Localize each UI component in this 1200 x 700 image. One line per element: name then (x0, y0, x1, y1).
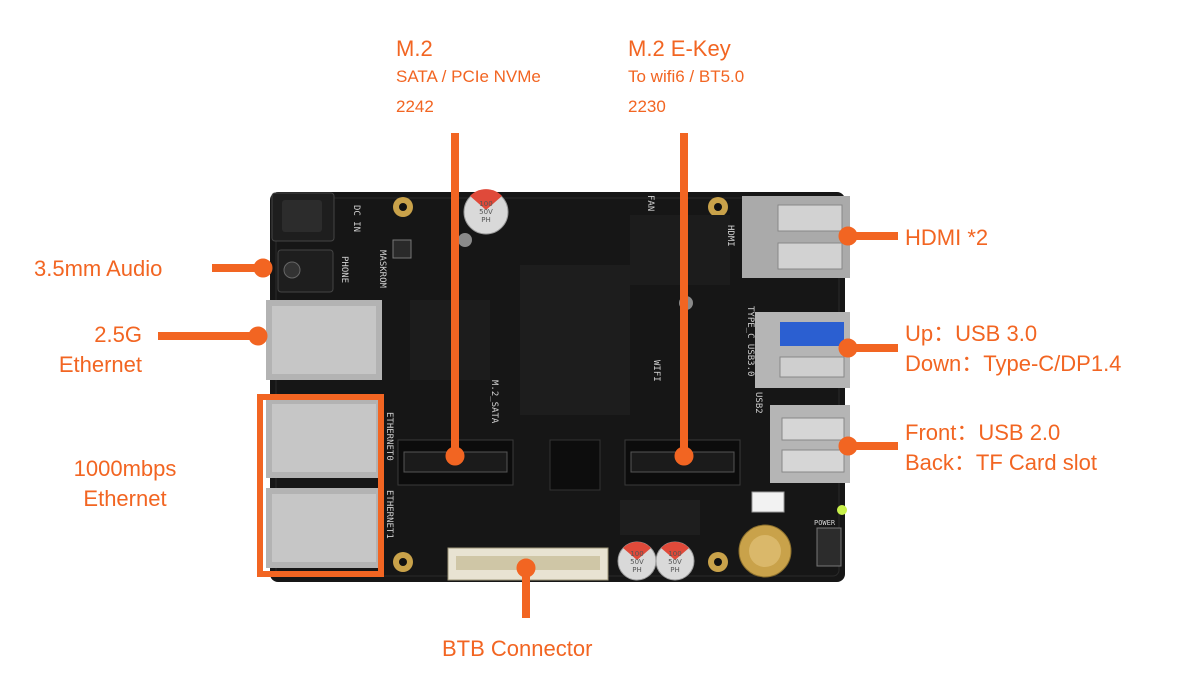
soc-region (520, 265, 630, 415)
label-eth1000-line2: Ethernet (83, 486, 167, 511)
ethernet-1000-shield-bottom (272, 494, 376, 562)
component-cluster (620, 500, 700, 535)
callout-dot-audio (253, 258, 273, 278)
label-m2e-line2: To wifi6 / BT5.0 (628, 67, 745, 86)
coin-cell-center (749, 535, 781, 567)
label-eth25-line2: Ethernet (58, 352, 142, 377)
power-button (816, 527, 842, 567)
silk-phone: PHONE (339, 256, 349, 283)
component-cluster (410, 300, 490, 380)
maskrom-button (392, 239, 412, 259)
cap-right-line3: PH (670, 566, 680, 574)
mounting-hole-center (399, 203, 407, 211)
silk-ethernet1: ETHERNET1 (384, 490, 394, 539)
hdmi-socket-bottom (777, 242, 843, 270)
cap-left-line2: 50V (630, 558, 644, 566)
ethernet-1000-shield-top (272, 404, 376, 472)
callout-box-eth1000 (257, 394, 384, 577)
cap-top-line2: 50V (479, 208, 493, 216)
label-usb3-line2: Down：Type-C/DP1.4 (905, 351, 1122, 376)
cap-right-line1: 100 (668, 550, 681, 558)
type-c-socket (779, 356, 845, 378)
mounting-hole-center (714, 203, 722, 211)
silk-hdmi: HDMI (725, 225, 735, 247)
label-btb: BTB Connector (442, 636, 593, 661)
callout-dot-usb2 (838, 436, 858, 456)
callout-dot-eth25 (248, 326, 268, 346)
label-m2-line2: SATA / PCIe NVMe (396, 67, 541, 86)
label-usb2-line1: Front：USB 2.0 (905, 420, 1061, 445)
label-eth1000-line1: 1000mbps (73, 456, 177, 481)
audio-jack-hole (283, 261, 301, 279)
callout-dot-usb3 (838, 338, 858, 358)
label-usb2-line2: Back：TF Card slot (905, 450, 1097, 475)
capacitor-bottom-left-mark (623, 541, 651, 560)
label-usb3-line1: Up：USB 3.0 (905, 321, 1038, 346)
label-audio: 3.5mm Audio (34, 256, 163, 281)
tf-slot (781, 449, 845, 473)
silk-m2-sata: M.2_SATA (489, 380, 499, 424)
cap-top-line3: PH (481, 216, 491, 224)
ic-chip (549, 439, 601, 491)
mounting-hole-center (399, 558, 407, 566)
cap-top-line1: 100 (479, 200, 492, 208)
silk-type-c-usb3: TYPE_C USB3.0 (745, 306, 755, 376)
label-m2-title: M.2 (396, 36, 433, 61)
mounting-hole-center (714, 558, 722, 566)
capacitor-top-mark (470, 189, 502, 210)
fan-connector (751, 491, 785, 513)
silk-dc-in: DC IN (351, 205, 361, 232)
cap-left-line3: PH (632, 566, 642, 574)
ethernet-2-5g-shield (272, 306, 376, 374)
label-hdmi: HDMI *2 (905, 225, 989, 250)
cap-left-line1: 100 (630, 550, 643, 558)
capacitor-bottom-right-mark (661, 541, 689, 560)
silk-power: POWER (814, 519, 836, 527)
callout-dot-m2-ekey (674, 446, 694, 466)
callout-dot-btb (516, 558, 536, 578)
label-m2e-title: M.2 E-Key (628, 36, 731, 61)
callout-dot-m2 (445, 446, 465, 466)
silk-fan: FAN (645, 195, 655, 211)
mounting-holes (393, 197, 728, 572)
callout-dot-hdmi (838, 226, 858, 246)
cap-right-line2: 50V (668, 558, 682, 566)
label-m2e-line3: 2230 (628, 97, 666, 116)
silk-usb2: USB2 (753, 392, 763, 414)
label-m2-line3: 2242 (396, 97, 434, 116)
silk-maskrom: MASKROM (377, 250, 387, 289)
power-led (837, 505, 847, 515)
silk-wifi: WIFI (651, 360, 661, 382)
hdmi-socket-top (777, 204, 843, 232)
label-eth25-line1: 2.5G (94, 322, 142, 347)
usb3-socket (780, 322, 844, 346)
standoff (458, 233, 472, 247)
silk-ethernet0: ETHERNET0 (384, 412, 394, 461)
dc-jack-socket (282, 200, 322, 232)
usb2-socket (781, 417, 845, 441)
audio-jack (277, 249, 334, 293)
